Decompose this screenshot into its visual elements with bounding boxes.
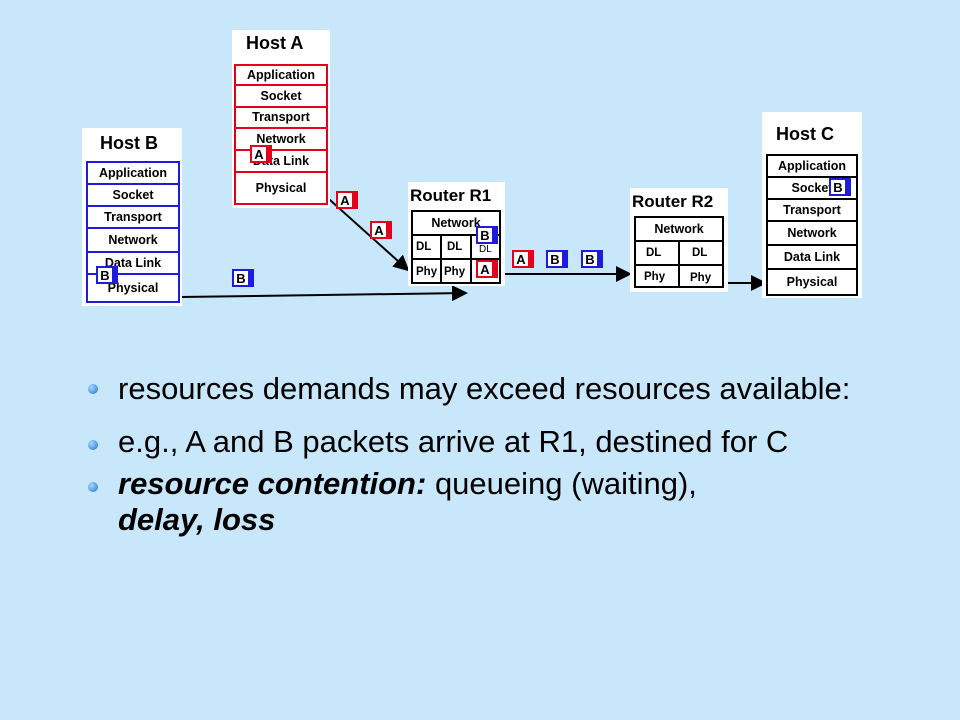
router-r2-divider-vert xyxy=(678,242,680,286)
host-a-layer-socket: Socket xyxy=(234,86,328,108)
bullet-dot-icon xyxy=(88,440,98,450)
host-a: Host A Application Socket Transport Netw… xyxy=(232,30,330,208)
host-a-layer-transport: Transport xyxy=(234,107,328,129)
router-r1-stack xyxy=(411,210,501,284)
packet-b-hostb-datalink: B xyxy=(96,266,118,284)
host-c-layer-application: Application xyxy=(766,154,858,178)
router-r1-dl-2: DL xyxy=(447,241,463,253)
router-r1-dl-3: DL xyxy=(479,244,492,255)
packet-b-queue-1: B xyxy=(546,250,568,268)
host-b-layer-datalink: Data Link xyxy=(86,253,180,275)
bullet-dot-icon xyxy=(88,481,98,492)
router-r1-divider-top xyxy=(411,234,501,236)
host-b-layer-transport: Transport xyxy=(86,207,180,229)
host-b-layer-physical: Physical xyxy=(86,275,180,303)
packet-a-r1: A xyxy=(476,260,498,278)
host-a-title: Host A xyxy=(246,33,304,53)
router-r1-phy-1: Phy xyxy=(416,266,438,278)
host-c-layer-datalink: Data Link xyxy=(766,246,858,270)
host-b-layer-socket: Socket xyxy=(86,185,180,207)
host-a-layer-network: Network xyxy=(234,129,328,151)
packet-b-link: B xyxy=(232,269,254,287)
bullet-text-example: e.g., A and B packets arrive at R1, dest… xyxy=(118,424,789,459)
host-c-layer-transport: Transport xyxy=(766,200,858,222)
router-r2-dl-2: DL xyxy=(692,247,708,259)
router-r1-divider-vert2 xyxy=(470,236,472,282)
host-c-title: Host C xyxy=(776,124,834,144)
bullet-text-contention-rest: queueing (waiting), xyxy=(426,465,697,501)
bullet-item-example: e.g., A and B packets arrive at R1, dest… xyxy=(88,424,888,460)
bullet-text-contention-tail: delay, loss xyxy=(118,501,276,537)
bullet-list: resources demands may exceed resources a… xyxy=(88,360,888,544)
host-b: Host B Application Socket Transport Netw… xyxy=(82,128,182,306)
packet-b-hostc-socket: B xyxy=(829,178,851,196)
router-r1-network: Network xyxy=(431,216,481,230)
bullet-text-contention-bold: resource contention: xyxy=(118,465,427,501)
packet-b-queue-2: B xyxy=(581,250,603,268)
router-r1-title: Router R1 xyxy=(410,186,492,205)
host-c-layer-socket: Socket xyxy=(766,178,858,200)
bullet-text-demands: resources demands may exceed resources a… xyxy=(118,371,851,406)
host-c-layer-physical: Physical xyxy=(766,270,858,296)
packet-a-queue: A xyxy=(512,250,534,268)
bullet-item-contention: resource contention: queueing (waiting),… xyxy=(88,466,888,538)
router-r2-stack xyxy=(634,216,724,288)
router-r1-divider-mid xyxy=(411,258,501,260)
host-b-layer-application: Application xyxy=(86,161,180,185)
host-a-layer-physical: Physical xyxy=(234,173,328,205)
host-c: Host C Application Socket Transport Netw… xyxy=(762,112,862,298)
router-r2-dl-1: DL xyxy=(646,247,662,259)
router-r2-network: Network xyxy=(654,222,704,236)
router-r1-dl-1: DL xyxy=(416,241,432,253)
packet-a-link-2: A xyxy=(370,221,392,239)
router-r2-phy-2: Phy xyxy=(690,272,712,284)
router-r2-title: Router R2 xyxy=(632,192,714,211)
router-r1-phy-2: Phy xyxy=(444,266,466,278)
router-r2: Router R2 Network DL DL Phy Phy xyxy=(630,188,728,292)
router-r2-phy-1: Phy xyxy=(644,271,666,283)
host-a-layer-application: Application xyxy=(234,64,328,86)
packet-a-hosta-datalink: A xyxy=(250,145,272,163)
host-b-title: Host B xyxy=(100,133,158,153)
host-c-layer-network: Network xyxy=(766,222,858,246)
host-a-layer-datalink: Data Link xyxy=(234,151,328,173)
link-hostb-r1 xyxy=(179,285,468,302)
router-r1-divider-vert xyxy=(440,236,442,282)
host-b-layer-network: Network xyxy=(86,229,180,253)
bullet-dot-icon xyxy=(88,384,98,394)
packet-a-link-1: A xyxy=(336,191,358,209)
packet-b-r1: B xyxy=(476,226,498,244)
bullet-item-demands: resources demands may exceed resources a… xyxy=(88,360,888,418)
router-r2-divider-top xyxy=(634,240,724,242)
